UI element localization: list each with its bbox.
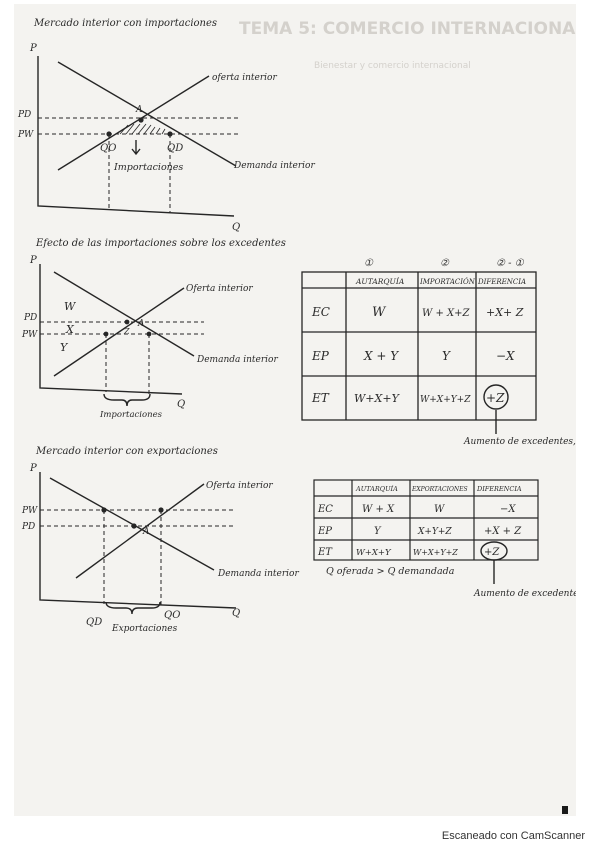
graph1-q-axis: Q bbox=[232, 222, 240, 233]
graph2-axes bbox=[39, 264, 183, 395]
graph1-p-axis: P bbox=[29, 43, 37, 54]
graph1-imports-label: Importaciones bbox=[113, 162, 183, 173]
graph2-pd-label: PD bbox=[23, 313, 37, 323]
graph2-area-w: W bbox=[64, 300, 77, 313]
graph1-supply-label: oferta interior bbox=[212, 73, 277, 83]
table1-cell-et-autarquia: W+X+Y bbox=[354, 392, 401, 405]
graph3-qo-label: QO bbox=[164, 610, 180, 621]
table2-condition: Q oferada > Q demandada bbox=[326, 566, 455, 577]
graph3-point-a bbox=[131, 523, 137, 529]
table2-cell-ec-exportaciones: W bbox=[434, 504, 445, 515]
table2-header-diferencia: DIFERENCIA bbox=[476, 485, 522, 493]
graph3-demand-label: Demanda interior bbox=[217, 569, 299, 579]
table1-header-autarquia: AUTARQUÍA bbox=[355, 277, 405, 286]
graph2-area-x: X bbox=[65, 323, 75, 336]
table1-cell-ec-importacion: W + X+Z bbox=[422, 308, 471, 319]
graph1-axes bbox=[37, 56, 235, 217]
graph2-area-z: Z bbox=[123, 327, 130, 336]
graph3-point-a-label: A bbox=[142, 527, 150, 537]
table1-col-number-3: ② - ① bbox=[496, 258, 525, 269]
table1-grid bbox=[301, 271, 537, 421]
table2-cell-et-autarquia: W+X+Y bbox=[356, 548, 392, 558]
graph3-exports-brace bbox=[105, 601, 161, 615]
table2-header-autarquia: AUTARQUÍA bbox=[355, 484, 398, 493]
table1-col-number-2: ② bbox=[440, 258, 450, 269]
table2-cell-ep-diferencia: +X + Z bbox=[484, 526, 522, 537]
graph1-hatched-area bbox=[119, 123, 166, 135]
graph2-supply-curve bbox=[53, 287, 185, 377]
table1-cell-ep-importacion: Y bbox=[442, 349, 451, 363]
table2-cell-et-diferencia: +Z bbox=[484, 547, 500, 558]
table1-col-number-1: ① bbox=[364, 258, 374, 269]
graph3-exports-label: Exportaciones bbox=[111, 624, 178, 634]
table1-header-importacion: IMPORTACIÓN bbox=[419, 277, 476, 286]
graph2-point-a bbox=[124, 319, 130, 325]
graph2-title: Efecto de las importaciones sobre los ex… bbox=[35, 238, 286, 249]
faint-header-subtitle: Bienestar y comercio internacional bbox=[314, 61, 471, 71]
graph1-qd-label: QD bbox=[167, 143, 183, 154]
table1-cell-ec-diferencia: +X+ Z bbox=[486, 306, 524, 319]
table1-cell-et-diferencia: +Z bbox=[486, 391, 505, 405]
table1-row-label-ec: EC bbox=[311, 305, 330, 319]
corner-mark bbox=[562, 806, 568, 814]
graph2-pw-label: PW bbox=[21, 330, 38, 340]
graph3-q-axis: Q bbox=[232, 608, 240, 619]
table1-row-label-et: ET bbox=[311, 391, 330, 405]
graph3-supply-label: Oferta interior bbox=[206, 481, 273, 491]
graph1-imports-arrow bbox=[131, 140, 141, 156]
graph2-supply-label: Oferta interior bbox=[186, 284, 253, 294]
graph2-q-axis: Q bbox=[177, 399, 185, 410]
table2-cell-ep-exportaciones: X+Y+Z bbox=[417, 527, 452, 537]
table1-header-diferencia: DIFERENCIA bbox=[477, 278, 526, 286]
table1-cell-ep-diferencia: −X bbox=[496, 349, 515, 363]
table2-row-label-ec: EC bbox=[317, 504, 333, 515]
table2-note: Aumento de excedentes, ganancia adiciona… bbox=[473, 589, 576, 599]
graph1-point-a-label: A bbox=[135, 105, 143, 115]
table1-row-label-ep: EP bbox=[311, 349, 330, 363]
graph3-qd-label: QD bbox=[86, 617, 102, 628]
graph2-imports-brace bbox=[103, 393, 151, 407]
table1-note: Aumento de excedentes, ganancia adiciona… bbox=[463, 437, 576, 447]
graph3-pw-label: PW bbox=[21, 506, 38, 516]
table2-header-exportaciones: EXPORTACIONES bbox=[411, 486, 468, 493]
graph3-supply-curve bbox=[75, 483, 205, 579]
graph2-area-y: Y bbox=[60, 341, 69, 354]
graph3-title: Mercado interior con exportaciones bbox=[35, 446, 218, 457]
graph3-pd-label: PD bbox=[21, 522, 35, 532]
graph3-p-axis: P bbox=[29, 463, 37, 474]
graph2-p-axis: P bbox=[29, 255, 37, 266]
graph1-pw-label: PW bbox=[17, 130, 34, 140]
graph2-demand-curve bbox=[53, 271, 195, 357]
table2-cell-et-exportaciones: W+X+Y+Z bbox=[413, 548, 458, 557]
graph2-imports-label: Importaciones bbox=[99, 410, 163, 420]
table2-cell-ec-diferencia: −X bbox=[500, 504, 516, 515]
graph1-pd-label: PD bbox=[17, 110, 31, 120]
table1-cell-ep-autarquia: X + Y bbox=[363, 349, 399, 363]
graph1-qo-label: QO bbox=[100, 143, 116, 154]
graph3-axes bbox=[39, 472, 237, 609]
graph1-supply-curve bbox=[57, 75, 210, 171]
graph1-point-a bbox=[138, 117, 144, 123]
camscanner-footer: Escaneado con CamScanner bbox=[441, 830, 585, 842]
table2-row-label-ep: EP bbox=[317, 526, 332, 537]
table1-cell-et-importacion: W+X+Y+Z bbox=[420, 395, 471, 405]
notebook-page: TEMA 5: COMERCIO INTERNACIONAL Bienestar… bbox=[14, 4, 576, 816]
graph1-demand-curve bbox=[57, 61, 237, 167]
table2-cell-ec-autarquia: W + X bbox=[362, 504, 395, 515]
table1-cell-ec-autarquia: W bbox=[372, 305, 387, 320]
graph1-demand-label: Demanda interior bbox=[233, 161, 315, 171]
graph3-demand-curve bbox=[49, 477, 215, 571]
table2-row-label-et: ET bbox=[317, 547, 333, 558]
table2-cell-ep-autarquia: Y bbox=[374, 526, 382, 537]
notes-canvas: TEMA 5: COMERCIO INTERNACIONAL Bienestar… bbox=[17, 18, 576, 814]
graph2-demand-label: Demanda interior bbox=[196, 355, 278, 365]
table2-grid bbox=[313, 479, 539, 561]
faint-header-title: TEMA 5: COMERCIO INTERNACIONAL bbox=[239, 19, 576, 39]
table1-et-diff-circle bbox=[483, 384, 509, 410]
graph2-point-a-label: A bbox=[137, 319, 145, 329]
graph1-title: Mercado interior con importaciones bbox=[33, 18, 217, 29]
